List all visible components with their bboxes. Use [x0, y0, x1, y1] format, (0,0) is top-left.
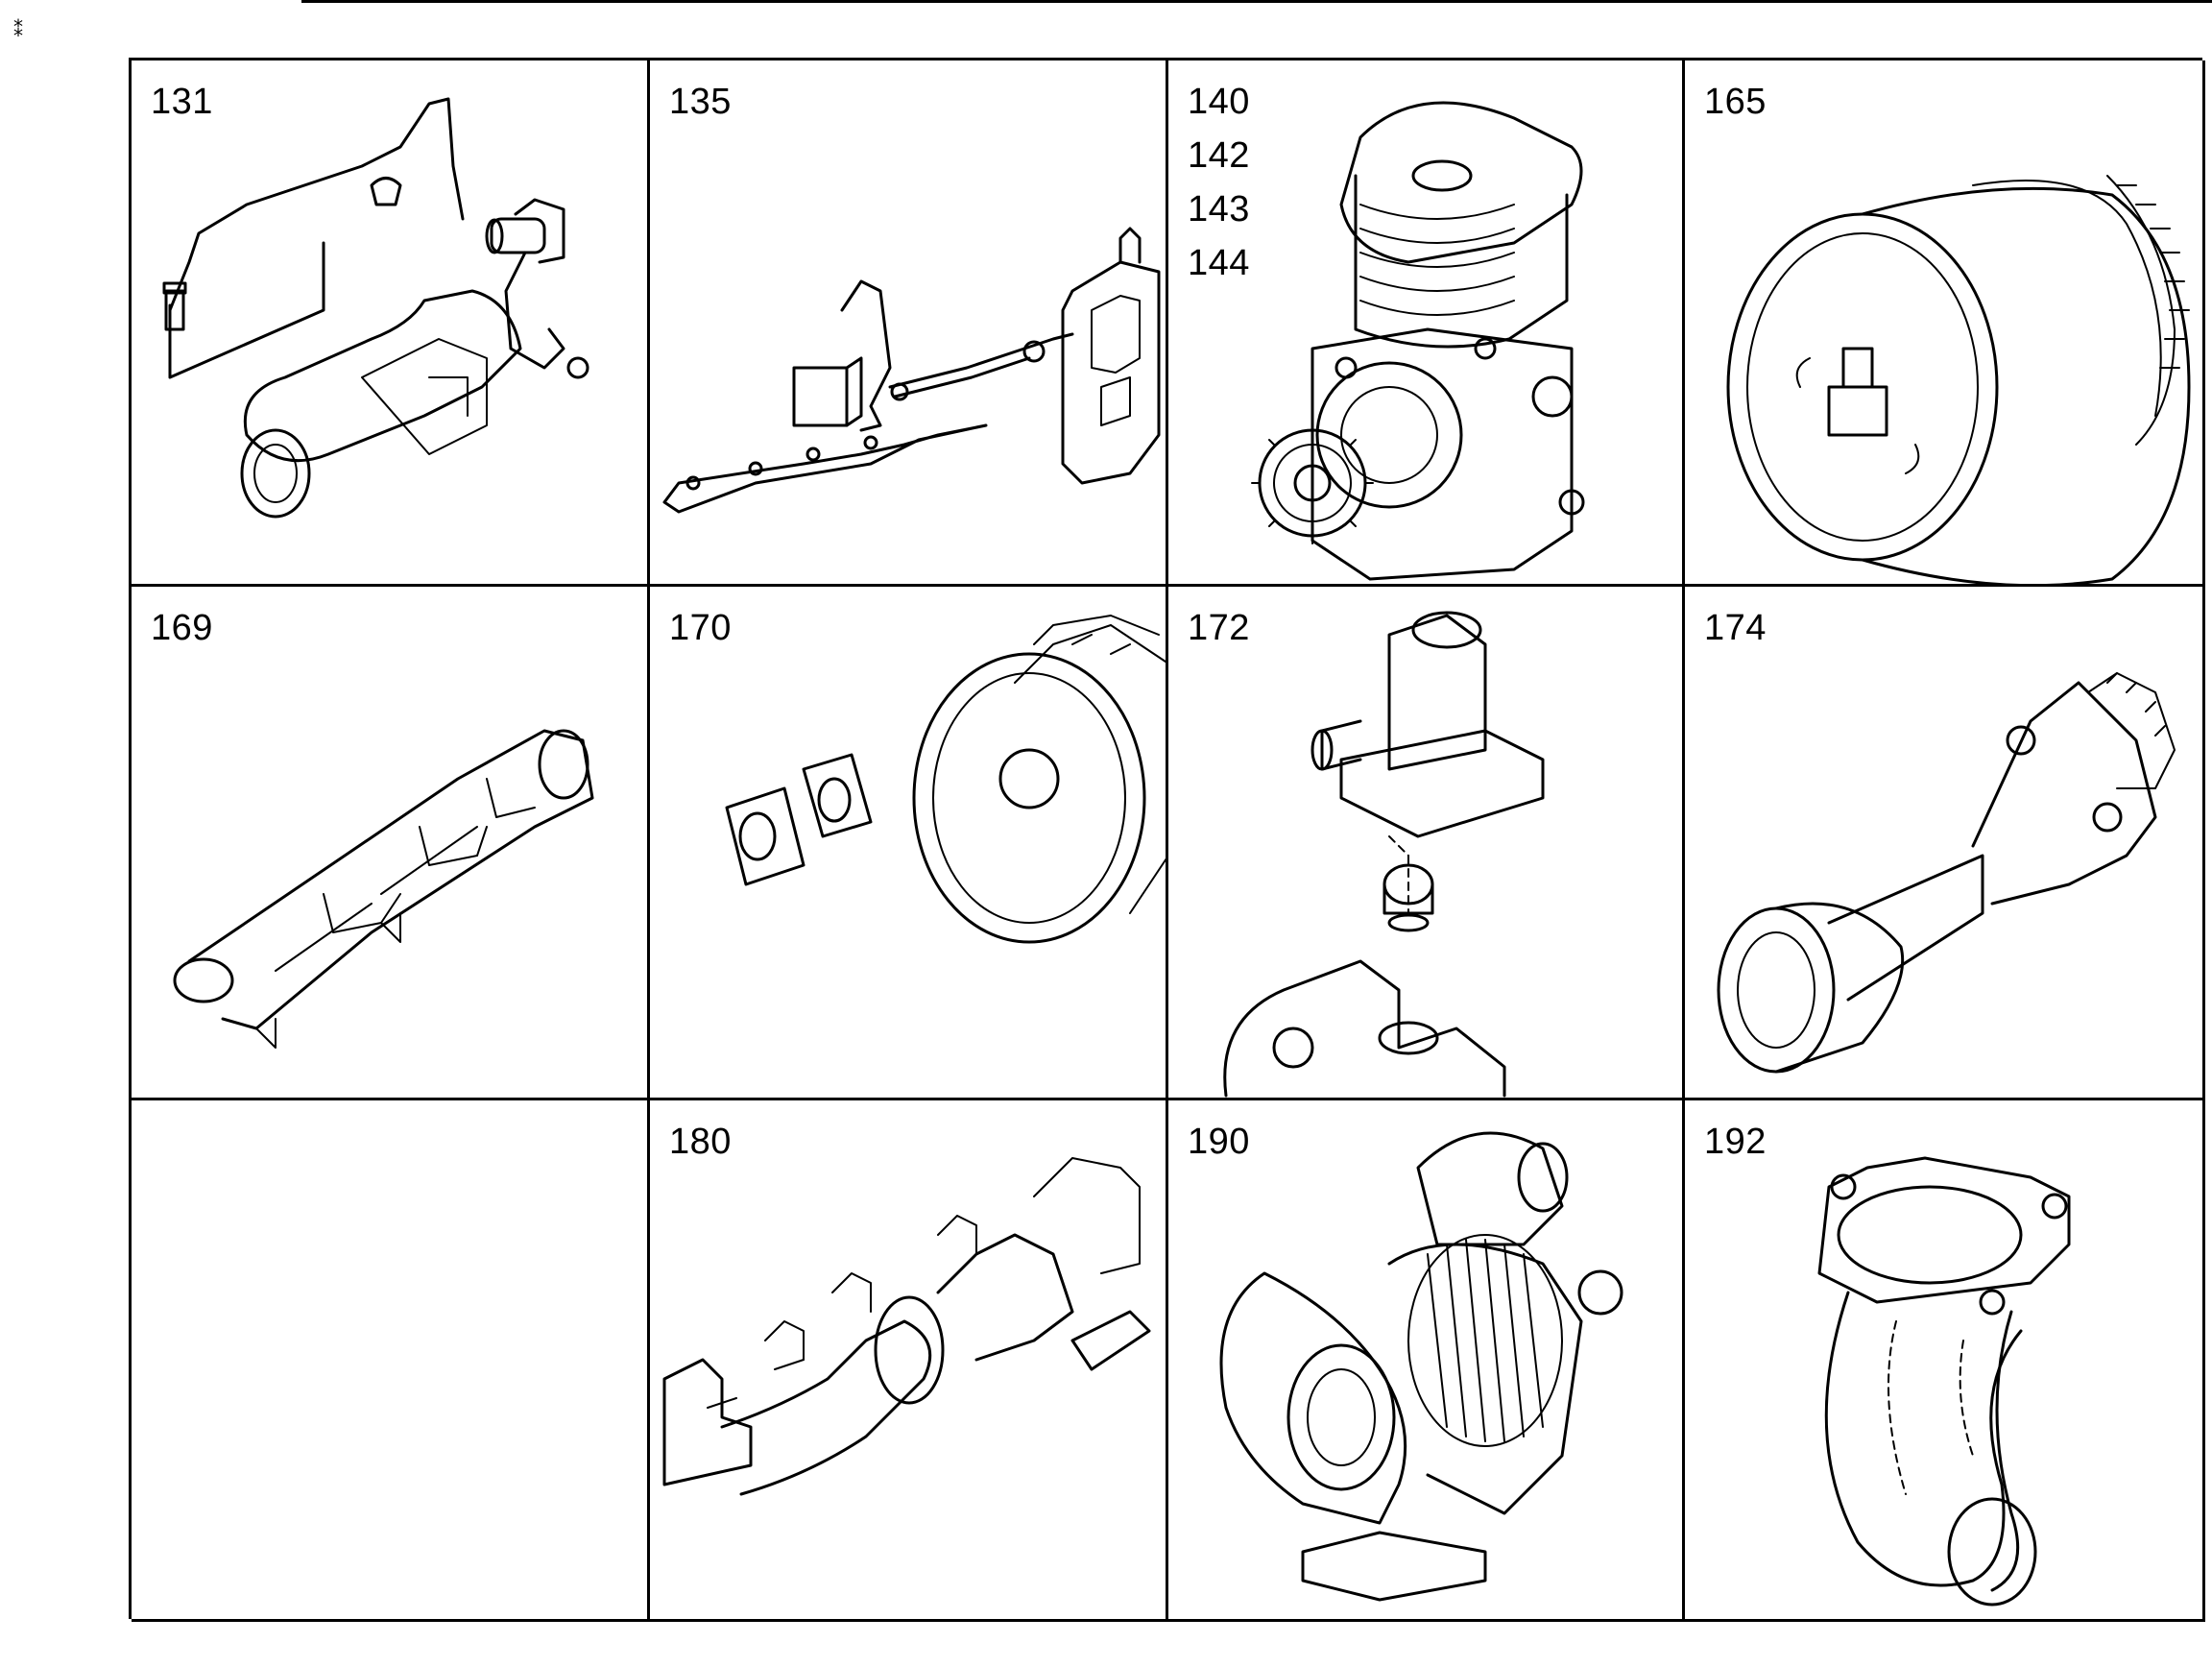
part-labels: 135 [669, 82, 732, 122]
part-labels: 140 142 143 144 [1188, 82, 1250, 283]
part-labels: 190 [1188, 1122, 1250, 1162]
part-number: 190 [1188, 1122, 1250, 1162]
part-number: 142 [1188, 135, 1250, 176]
part-number: 165 [1704, 82, 1767, 122]
top-rule [301, 0, 2212, 3]
part-number: 170 [669, 608, 732, 648]
part-number: 169 [151, 608, 213, 648]
part-cell-135: 135 [650, 60, 1168, 587]
part-labels: 172 [1188, 608, 1250, 648]
part-labels: 192 [1704, 1122, 1767, 1162]
part-number: 144 [1188, 243, 1250, 283]
air-compressor-icon [1251, 101, 1585, 581]
part-cell-165: 165 [1685, 60, 2205, 587]
part-cell-180: 180 [650, 1100, 1168, 1622]
part-labels: 131 [151, 82, 213, 122]
part-labels: 170 [669, 608, 732, 648]
flywheel-housing-gaskets-icon [725, 615, 1166, 944]
turbocharger-icon [1219, 1131, 1623, 1602]
part-number: 143 [1188, 189, 1250, 230]
part-cell-169: 169 [132, 587, 650, 1100]
part-cell-174: 174 [1685, 587, 2205, 1100]
part-labels: 165 [1704, 82, 1767, 122]
part-labels: 169 [151, 608, 213, 648]
part-number: 140 [1188, 82, 1250, 122]
part-number: 131 [151, 82, 213, 122]
power-take-off-shaft-icon [1717, 672, 2176, 1074]
part-number: 180 [669, 1122, 732, 1162]
part-cell-170: 170 [650, 587, 1168, 1100]
part-cell-192: 192 [1685, 1100, 2205, 1622]
part-cell-empty [132, 1100, 650, 1622]
parts-diagram-grid: 131 135 [129, 58, 2205, 1622]
part-cell-140: 140 142 143 144 [1168, 60, 1685, 587]
part-cell-172: 172 [1168, 587, 1685, 1100]
exhaust-manifold-icon [662, 1157, 1151, 1496]
part-number: 192 [1704, 1122, 1767, 1162]
vibration-damper-pulley-icon [1726, 175, 2191, 584]
intake-manifold-icon [173, 729, 594, 1049]
part-labels: 174 [1704, 608, 1767, 648]
part-number: 172 [1188, 608, 1250, 648]
part-cell-131: 131 [132, 60, 650, 587]
thermostat-housing-icon [1223, 611, 1545, 1098]
corner-mark: ⁑ [13, 20, 23, 41]
exhaust-elbow-icon [1817, 1156, 2071, 1607]
fuel-line-sensor-assembly-icon [162, 97, 589, 519]
linkage-bracket-assembly-icon [662, 227, 1161, 514]
part-labels: 180 [669, 1122, 732, 1162]
part-number: 135 [669, 82, 732, 122]
part-cell-190: 190 [1168, 1100, 1685, 1622]
part-number: 174 [1704, 608, 1767, 648]
